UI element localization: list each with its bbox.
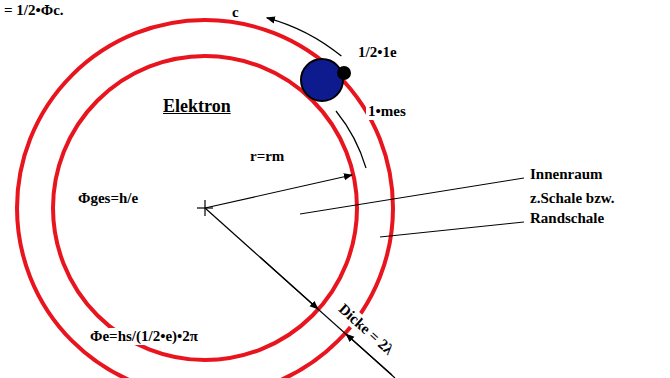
title-label: Elektron bbox=[163, 96, 231, 117]
formula-note: = 1/2•Φc. bbox=[4, 2, 64, 19]
flux-label: Φges=h/e bbox=[78, 190, 138, 207]
flux-label: Φe=hs/(1/2•e)•2π bbox=[88, 328, 200, 345]
charge-dot bbox=[337, 66, 351, 80]
electron-body bbox=[301, 59, 343, 101]
velocity-label: c bbox=[232, 4, 239, 21]
leader-line bbox=[380, 222, 524, 237]
thickness-line bbox=[205, 208, 395, 378]
radius-arrow bbox=[205, 175, 352, 208]
outer-shell-circle bbox=[17, 20, 393, 378]
dimension-label: Dicke = 2λ bbox=[334, 300, 399, 361]
region-label: Randschale bbox=[530, 210, 604, 227]
region-label: Innenraum bbox=[530, 166, 603, 183]
velocity-arrow bbox=[267, 18, 342, 56]
region-label: z.Schale bzw. bbox=[530, 190, 615, 207]
charge-label: 1/2•1e bbox=[358, 44, 397, 61]
radius-label: r=rm bbox=[250, 148, 284, 165]
mass-arc bbox=[336, 111, 366, 168]
mass-label: 1•mes bbox=[366, 103, 408, 120]
leader-line bbox=[300, 178, 524, 214]
thickness-arrow bbox=[260, 257, 318, 309]
